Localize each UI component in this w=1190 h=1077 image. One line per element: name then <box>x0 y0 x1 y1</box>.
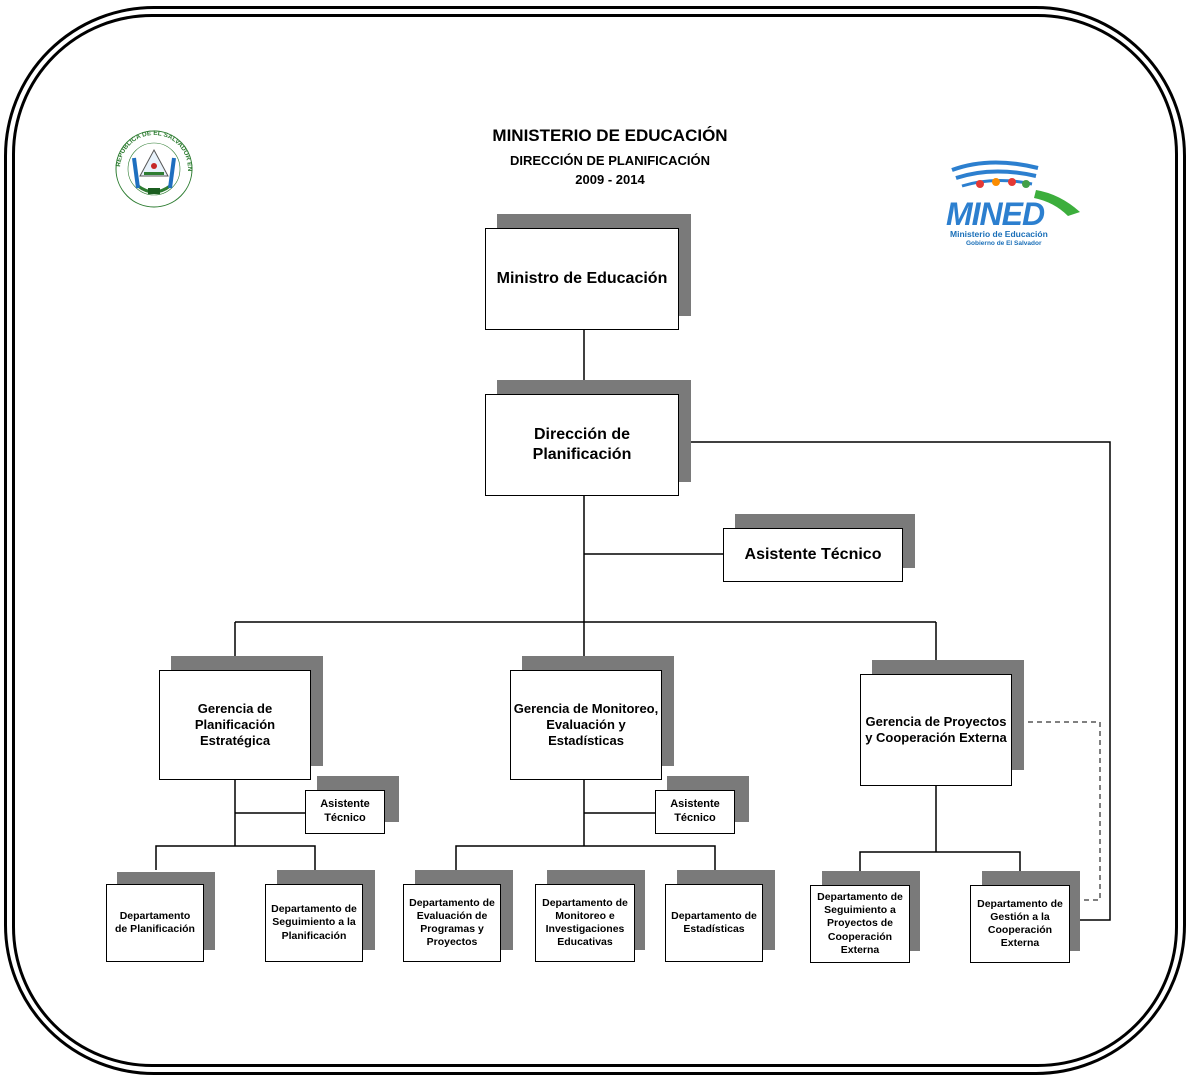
node-depto-seguimiento-planificacion: Departamento de Seguimiento a la Planifi… <box>265 884 363 962</box>
node-gerencia-planificacion: Gerencia de Planificación Estratégica <box>159 670 311 780</box>
mined-logo-line2: Gobierno de El Salvador <box>966 240 1042 247</box>
node-depto-evaluacion: Departamento de Evaluación de Programas … <box>403 884 501 962</box>
connector-gpc-deptos <box>859 851 1021 885</box>
chart-title: MINISTERIO DE EDUCACIÓN <box>492 126 728 145</box>
chart-subtitle: DIRECCIÓN DE PLANIFICACIÓN <box>509 153 711 168</box>
el-salvador-coat-of-arms-icon: REPUBLICA DE EL SALVADOR EN LA AMERICA C… <box>98 128 193 208</box>
node-direccion: Dirección de Planificación <box>485 394 679 496</box>
node-depto-monitoreo: Departamento de Monitoreo e Investigacio… <box>535 884 635 962</box>
node-asistente-gp: Asistente Técnico <box>305 790 385 834</box>
node-asistente-dir: Asistente Técnico <box>723 528 903 582</box>
node-depto-estadisticas: Departamento de Estadísticas <box>665 884 763 962</box>
node-depto-gestion: Departamento de Gestión a la Cooperación… <box>970 885 1070 963</box>
mined-logo-line1: Ministerio de Educación <box>950 229 1048 239</box>
node-gerencia-proyectos: Gerencia de Proyectos y Cooperación Exte… <box>860 674 1012 786</box>
inner-rounded-frame <box>12 14 1178 1067</box>
mined-logo-name: MINED <box>946 196 1045 232</box>
node-depto-planificacion: Departamento de Planificación <box>106 884 204 962</box>
node-depto-seguimiento-proyectos: Departamento de Seguimiento a Proyectos … <box>810 885 910 963</box>
node-ministro: Ministro de Educación <box>485 228 679 330</box>
connector-direccion-gestion <box>686 441 1111 921</box>
connector-gp-deptos <box>155 845 316 870</box>
node-gerencia-monitoreo: Gerencia de Monitoreo, Evaluación y Esta… <box>510 670 662 780</box>
chart-period: 2009 - 2014 <box>575 172 645 187</box>
outer-rounded-frame <box>4 6 1186 1075</box>
connector-dashed-coordination <box>1010 721 1101 901</box>
connector-gm-deptos <box>455 845 716 870</box>
mined-logo-icon <box>951 160 1080 216</box>
node-asistente-gm: Asistente Técnico <box>655 790 735 834</box>
